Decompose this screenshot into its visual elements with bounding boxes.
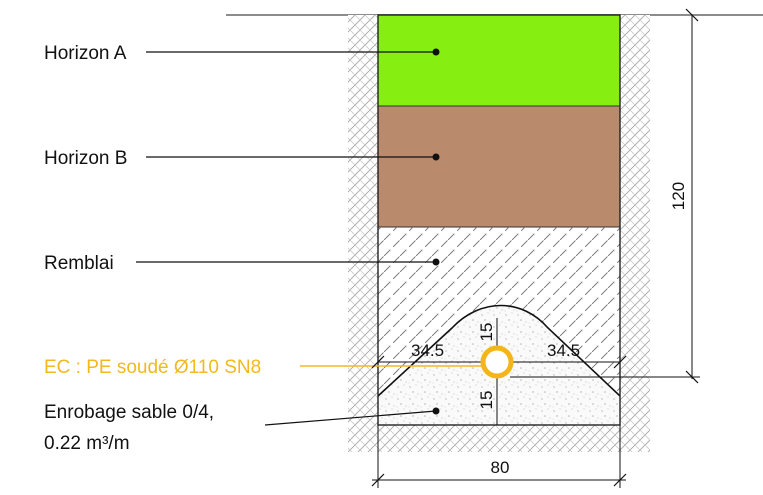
bedding-label-line2: 0.22 m³/m xyxy=(44,433,130,454)
layer-horizon-b xyxy=(377,105,621,228)
horizon-a-label: Horizon A xyxy=(44,43,127,64)
pipe-label: EC : PE soudé Ø110 SN8 xyxy=(44,357,261,378)
sand-bedding-outline xyxy=(377,304,621,397)
soil-wall-right xyxy=(620,15,650,452)
width-tick-left xyxy=(371,473,385,487)
pipe-circle xyxy=(480,345,514,379)
cover-above-value: 15 xyxy=(477,323,496,342)
width-value: 80 xyxy=(491,458,510,477)
depth-value: 120 xyxy=(669,182,688,210)
left-offset-value: 34.5 xyxy=(411,341,444,360)
remblai-label: Remblai xyxy=(44,253,114,274)
cover-below-value: 15 xyxy=(477,391,496,410)
width-tick-right xyxy=(613,473,627,487)
right-offset-tick xyxy=(613,355,627,369)
right-offset-value: 34.5 xyxy=(547,341,580,360)
soil-wall-left xyxy=(348,15,378,452)
left-offset-tick xyxy=(371,355,385,369)
horizon-b-label: Horizon B xyxy=(44,148,127,169)
layer-horizon-a xyxy=(377,14,621,107)
depth-tick-top xyxy=(685,8,699,22)
trench-outline xyxy=(377,14,621,426)
bedding-label-line1: Enrobage sable 0/4, xyxy=(44,402,214,423)
bedding-leader xyxy=(264,410,437,426)
depth-tick-bottom xyxy=(685,370,699,384)
soil-bottom xyxy=(348,425,650,452)
